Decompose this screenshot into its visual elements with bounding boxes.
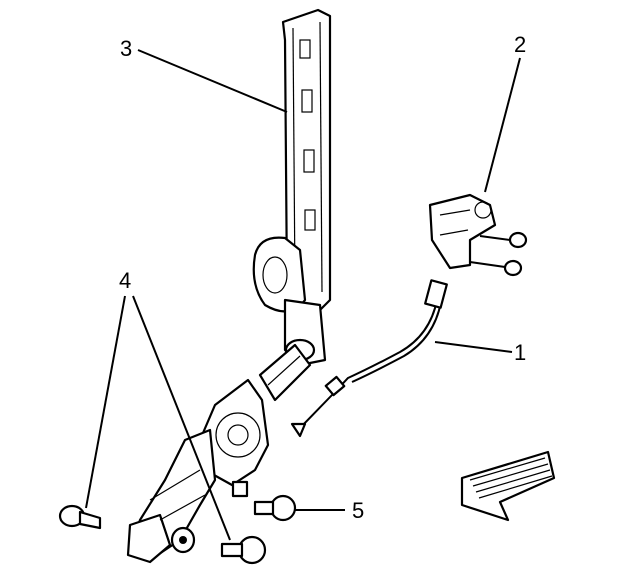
- seat-link: [258, 343, 312, 402]
- front-direction-arrow-icon: [460, 450, 556, 522]
- recliner-mechanism: [126, 378, 270, 564]
- release-cable: [290, 279, 448, 438]
- bolt-right: [253, 494, 297, 522]
- callout-5: 5: [352, 498, 364, 523]
- leader-line-3: [137, 49, 288, 113]
- leader-line-4b: [132, 295, 231, 541]
- leader-line-1: [434, 341, 513, 353]
- callout-2: 2: [514, 32, 526, 57]
- leader-line-4a: [85, 295, 126, 509]
- callout-1: 1: [514, 340, 526, 365]
- callout-4: 4: [119, 268, 131, 293]
- seat-track-arm: [252, 8, 332, 367]
- bolt-bottom: [220, 535, 267, 565]
- leader-line-2: [484, 57, 521, 193]
- callout-3: 3: [120, 36, 132, 61]
- bolt-left: [58, 504, 102, 530]
- latch-bracket: [428, 193, 528, 277]
